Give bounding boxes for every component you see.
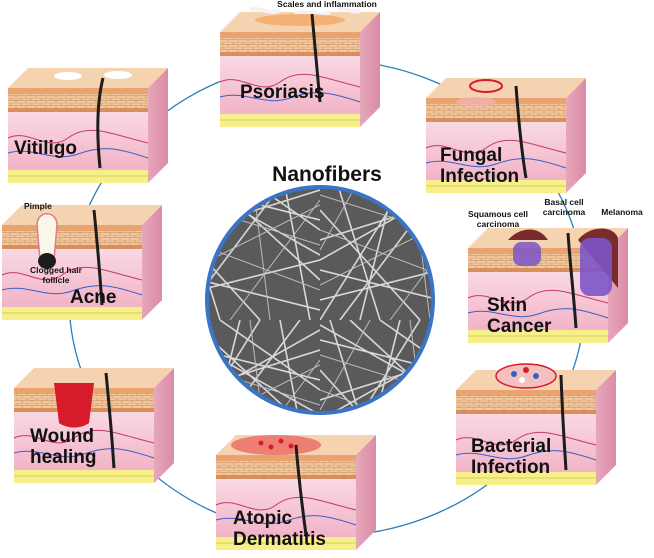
skin-cancer-label-line1: Skin [487,296,527,316]
nanofiber-image [207,187,433,413]
acne-follicle-note-line2: follicle [26,276,86,285]
basal-note-line1: Basal cell [534,198,594,207]
bacterial-label-line1: Bacterial [471,437,551,457]
basal-note-line2: carcinoma [534,208,594,217]
squamous-note-line1: Squamous cell [458,210,538,219]
acne-pimple-note: Pimple [24,202,52,211]
acne-label: Acne [70,288,116,308]
psoriasis-label: Psoriasis [240,83,325,103]
wound-label-line1: Wound [30,427,94,447]
bacterial-label-line2: Infection [471,458,550,478]
psoriasis-note: Scales and inflammation [252,0,402,9]
fungal-label-line2: Infection [440,167,519,187]
squamous-note-line2: carcinoma [458,220,538,229]
atopic-label-line2: Dermatitis [233,530,326,550]
melanoma-note: Melanoma [592,208,652,217]
fungal-label-line1: Fungal [440,146,502,166]
vitiligo-label: Vitiligo [14,139,77,159]
skin-cancer-label-line2: Cancer [487,317,551,337]
vitiligo-skin-illustration [8,68,168,183]
acne-follicle-note-line1: Clogged hair [26,266,86,275]
psoriasis-skin-illustration [220,9,380,127]
wound-label-line2: healing [30,448,97,468]
atopic-label-line1: Atopic [233,509,292,529]
center-title: Nanofibers [262,163,392,187]
